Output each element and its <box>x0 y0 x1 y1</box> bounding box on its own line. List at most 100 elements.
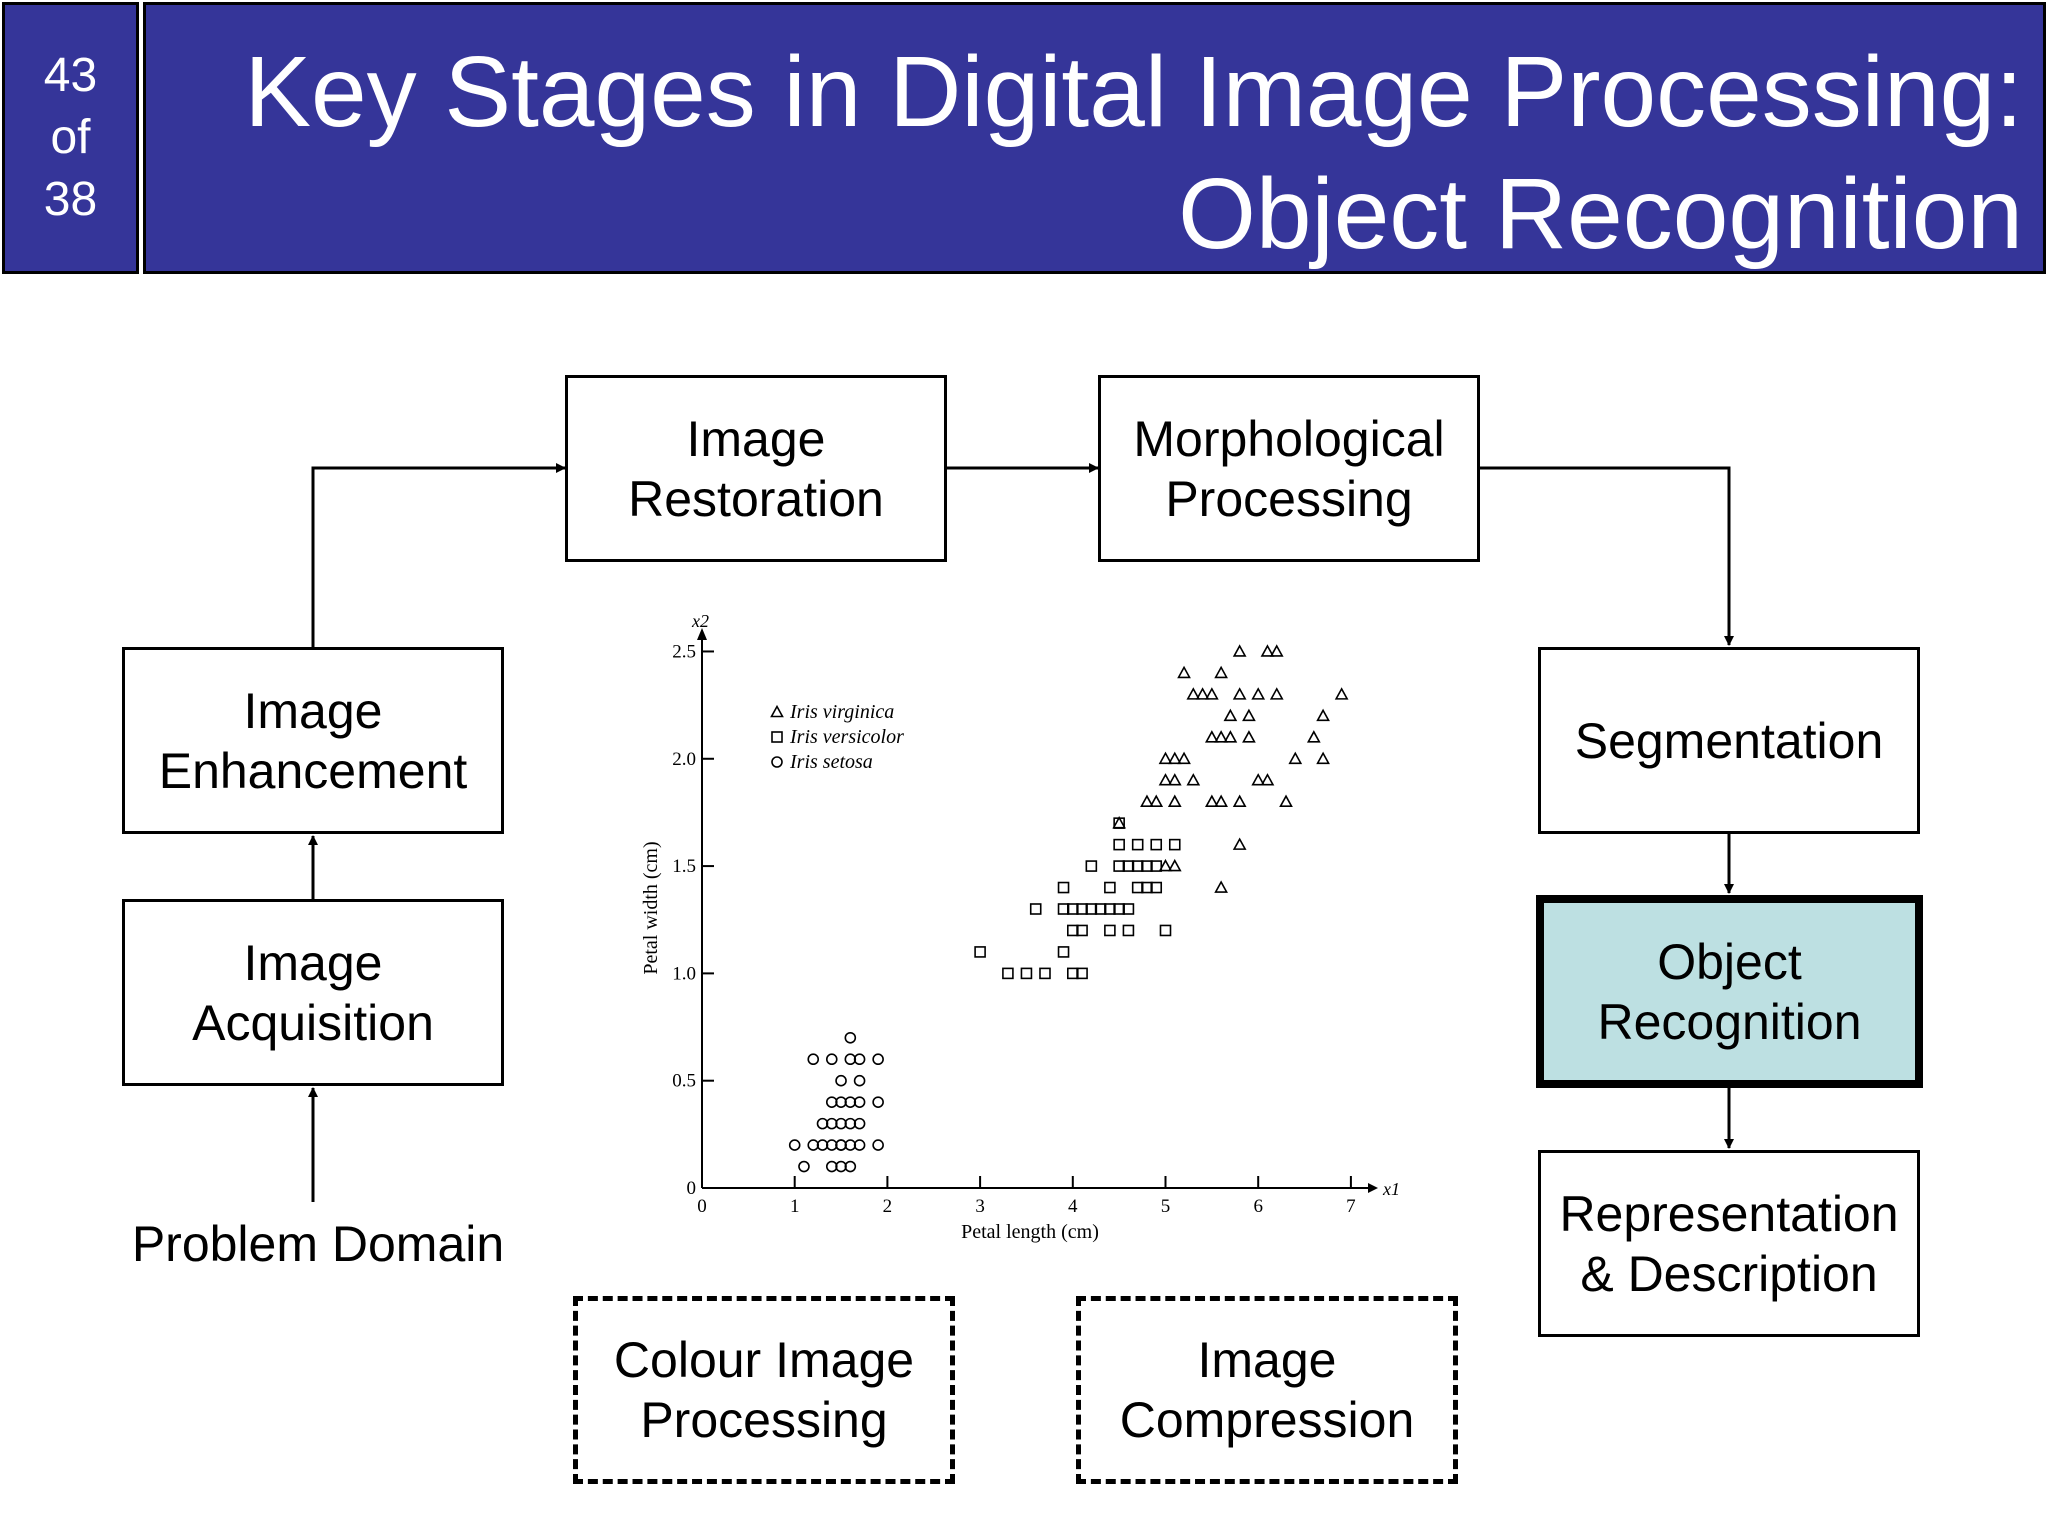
x-tick-label: 6 <box>1253 1196 1263 1217</box>
stage-label: Object Recognition <box>1597 933 1862 1050</box>
iris-virginica-point <box>1214 665 1228 679</box>
iris-virginica-point <box>1158 751 1173 765</box>
iris-virginica-point <box>1167 794 1182 807</box>
iris-virginica-point <box>1223 730 1238 743</box>
iris-setosa-point <box>872 1053 884 1066</box>
title-bar: Key Stages in Digital Image Processing: … <box>143 2 2046 274</box>
iris-setosa-point <box>853 1117 866 1130</box>
stage-image-acquisition[interactable]: Image Acquisition <box>122 899 504 1086</box>
stage-representation-description[interactable]: Representation & Description <box>1538 1150 1920 1337</box>
iris-setosa-point <box>798 1160 810 1173</box>
stage-label: Image Compression <box>1119 1332 1415 1448</box>
iris-versicolor-point <box>1150 860 1163 872</box>
iris-virginica-point <box>1177 751 1191 765</box>
y-tick-label: 0.5 <box>672 1071 696 1092</box>
x-tick-label: 7 <box>1346 1196 1356 1217</box>
iris-virginica-point <box>1242 730 1256 743</box>
iris-virginica-point <box>1214 794 1228 807</box>
stage-object-recognition[interactable]: Object Recognition <box>1536 895 1923 1088</box>
legend-label: Iris versicolor <box>789 726 904 748</box>
iris-setosa-point <box>853 1053 866 1066</box>
iris-virginica-point <box>1177 665 1191 679</box>
iris-virginica-point <box>1232 794 1247 807</box>
iris-setosa-point <box>853 1074 866 1087</box>
iris-virginica-point <box>1251 773 1266 786</box>
iris-virginica-point <box>1260 773 1275 786</box>
iris-virginica-point <box>1251 687 1266 700</box>
iris-versicolor-point <box>1057 881 1070 894</box>
iris-virginica-point <box>1269 687 1284 700</box>
iris-virginica-point <box>1186 687 1201 700</box>
iris-virginica-point <box>1214 880 1228 893</box>
page-title: Key Stages in Digital Image Processing: <box>244 36 2023 148</box>
stage-image-restoration[interactable]: Image Restoration <box>565 375 947 562</box>
stage-label: Segmentation <box>1574 712 1884 769</box>
y-tick-label: 0 <box>687 1178 697 1199</box>
iris-versicolor-point <box>1104 881 1116 894</box>
stage-label: Colour Image Processing <box>613 1332 915 1448</box>
iris-virginica-point <box>1316 708 1330 722</box>
x-tick-label: 2 <box>883 1196 893 1217</box>
x-axis-arrowhead <box>1368 1183 1378 1193</box>
iris-virginica-point <box>1167 858 1182 872</box>
iris-setosa-point <box>853 1096 866 1108</box>
legend-marker-triangle <box>770 704 784 718</box>
stage-image-compression[interactable]: Image Compression <box>1076 1296 1458 1484</box>
iris-setosa-point <box>835 1074 847 1087</box>
stage-segmentation[interactable]: Segmentation <box>1538 647 1920 834</box>
legend-marker-circle <box>771 756 783 768</box>
iris-virginica-point <box>1112 815 1127 829</box>
iris-setosa-point <box>844 1160 857 1173</box>
iris-versicolor-point <box>1122 924 1135 937</box>
iris-virginica-point <box>1288 751 1303 765</box>
iris-virginica-point <box>1167 773 1182 786</box>
x-tick-label: 3 <box>975 1196 985 1217</box>
iris-virginica-point <box>1158 858 1173 872</box>
iris-virginica-point <box>1167 751 1182 765</box>
iris-virginica-point <box>1232 837 1247 850</box>
slide-of: of <box>50 111 91 164</box>
iris-virginica-point <box>1242 708 1256 722</box>
iris-virginica-point <box>1306 730 1321 743</box>
stage-colour-image-processing[interactable]: Colour Image Processing <box>573 1296 955 1484</box>
stage-image-enhancement[interactable]: Image Enhancement <box>122 647 504 834</box>
iris-virginica-point <box>1204 794 1219 807</box>
iris-virginica-point <box>1279 794 1293 807</box>
iris-setosa-point <box>853 1139 866 1151</box>
iris-versicolor-point <box>1039 967 1051 980</box>
slide-total: 38 <box>43 173 98 226</box>
problem-domain-label: Problem Domain <box>131 1216 505 1272</box>
iris-versicolor-point <box>1057 946 1070 958</box>
iris-virginica-point <box>1140 794 1154 807</box>
legend-label: Iris virginica <box>789 701 894 723</box>
iris-versicolor-point <box>1131 838 1144 851</box>
iris-setosa-point <box>835 1139 847 1151</box>
iris-virginica-point <box>1204 687 1219 700</box>
stage-label: Image Enhancement <box>158 682 468 799</box>
x-tick-label: 5 <box>1161 1196 1171 1217</box>
iris-virginica-point <box>1260 644 1275 657</box>
iris-versicolor-point <box>1085 860 1098 872</box>
y-tick-label: 1.5 <box>672 856 696 877</box>
iris-virginica-point <box>1269 644 1284 657</box>
iris-virginica-point <box>1195 687 1210 700</box>
x-tick-label: 0 <box>697 1196 707 1217</box>
iris-versicolor-point <box>1076 924 1088 937</box>
iris-setosa-point <box>825 1053 838 1066</box>
iris-virginica-point <box>1204 730 1219 743</box>
iris-virginica-point <box>1214 730 1228 743</box>
stage-morphological-processing[interactable]: Morphological Processing <box>1098 375 1480 562</box>
iris-versicolor-point <box>1113 838 1125 851</box>
y-axis-arrowhead <box>697 628 707 640</box>
iris-versicolor-point <box>1076 967 1088 980</box>
legend-label: Iris setosa <box>789 751 873 773</box>
iris-versicolor-point <box>1104 924 1116 937</box>
iris-versicolor-point <box>1168 838 1181 851</box>
arrow-enhancement-to-restoration <box>311 463 566 647</box>
iris-versicolor-point <box>1150 838 1163 851</box>
legend-marker-square <box>771 731 783 743</box>
x-tick-label: 4 <box>1068 1196 1078 1217</box>
x-axis-symbol: x1 <box>1382 1179 1400 1199</box>
iris-versicolor-point <box>1113 817 1125 829</box>
iris-setosa-point <box>872 1096 884 1108</box>
